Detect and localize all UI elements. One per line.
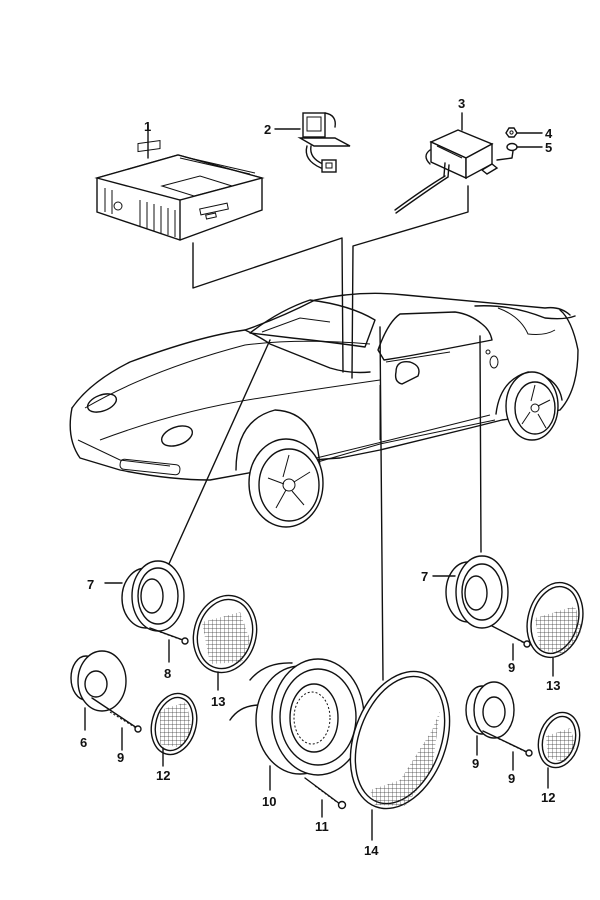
part-label-12-right: 12 <box>541 790 555 805</box>
part-label-11: 11 <box>315 819 329 834</box>
part-label-8: 9 <box>472 756 479 771</box>
amplifier-part[interactable]: 1 <box>94 119 265 241</box>
part-label-4: 4 <box>545 126 553 141</box>
screw-9-left-lower[interactable]: 9 <box>91 697 142 765</box>
part-label-6: 6 <box>80 735 87 750</box>
part-label-13-left: 13 <box>211 694 225 709</box>
grille-13-right[interactable]: 13 <box>519 576 591 693</box>
screw-11[interactable]: 11 <box>304 777 347 834</box>
car-illustration <box>69 292 579 528</box>
transformer-part[interactable]: 2 <box>264 112 351 173</box>
part-label-9-d: 9 <box>508 771 515 786</box>
leader-lines <box>192 185 469 379</box>
screw-9-right-lower[interactable]: 9 <box>482 730 533 786</box>
part-label-5: 5 <box>545 140 552 155</box>
large-speaker-10[interactable]: 10 <box>229 658 365 809</box>
speaker-housing-left[interactable]: 7 <box>87 560 185 632</box>
part-label-3: 3 <box>458 96 465 111</box>
part-label-7-left: 7 <box>87 577 94 592</box>
part-label-9-b: 9 <box>117 750 124 765</box>
nut-part[interactable]: 4 <box>505 126 553 141</box>
part-label-12-left: 12 <box>156 768 170 783</box>
screw-9-left-upper[interactable]: 8 <box>149 627 189 681</box>
washer-part[interactable]: 5 <box>496 140 552 161</box>
screw-9-right-upper[interactable]: 9 <box>491 625 531 675</box>
small-speaker-8[interactable]: 9 <box>465 681 515 771</box>
speaker-leader-lines <box>167 326 482 681</box>
part-label-1: 1 <box>144 119 151 134</box>
part-label-7-right: 7 <box>421 569 428 584</box>
grille-12-right[interactable]: 12 <box>532 708 585 805</box>
grille-12-left[interactable]: 12 <box>145 688 204 783</box>
part-label-10: 10 <box>262 794 276 809</box>
small-speaker-6[interactable]: 6 <box>70 650 127 750</box>
grille-13-left[interactable]: 13 <box>185 588 265 709</box>
part-label-9-a: 8 <box>164 666 171 681</box>
part-label-9-c: 9 <box>508 660 515 675</box>
part-label-13-right: 13 <box>546 678 560 693</box>
control-module-part[interactable]: 3 <box>394 96 499 214</box>
speaker-housing-right[interactable]: 7 <box>421 555 509 629</box>
part-label-2: 2 <box>264 122 271 137</box>
part-label-14: 14 <box>364 843 379 858</box>
grille-14[interactable]: 14 <box>332 658 467 858</box>
